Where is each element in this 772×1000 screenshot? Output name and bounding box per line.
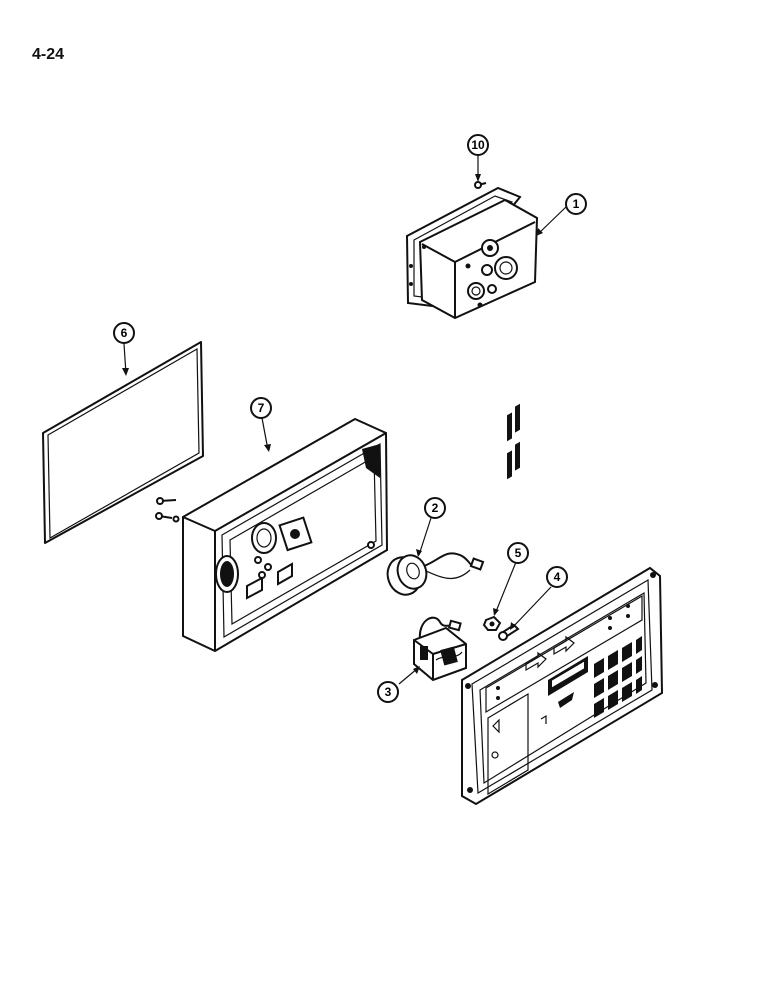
callout-label-7: 7 [258, 401, 265, 415]
callout-label-3: 3 [385, 685, 392, 699]
callout-label-2: 2 [432, 501, 439, 515]
part-2-buzzer [386, 552, 485, 596]
callout-10: 10 [467, 134, 489, 156]
part-5-nut [482, 615, 502, 631]
part-6-gasket [42, 341, 204, 544]
callout-label-5: 5 [515, 546, 522, 560]
callout-1: 1 [565, 193, 587, 215]
part-3-relay [413, 616, 467, 682]
keypad-grid [594, 636, 642, 718]
callout-label-10: 10 [471, 138, 485, 152]
callout-3: 3 [377, 681, 399, 703]
part-1-connector-module [405, 186, 539, 320]
callout-6: 6 [113, 322, 135, 344]
page-number: 4-24 [32, 46, 65, 63]
part-7-housing [182, 417, 389, 653]
callout-5: 5 [507, 542, 529, 564]
housing-screws [155, 497, 180, 523]
front-control-panel [461, 403, 664, 806]
part-10-screw [474, 181, 487, 189]
callout-2: 2 [424, 497, 446, 519]
callout-label-1: 1 [573, 197, 580, 211]
callout-label-6: 6 [121, 326, 128, 340]
callout-4: 4 [546, 566, 568, 588]
part-4-screw [498, 623, 520, 641]
callout-7: 7 [250, 397, 272, 419]
leader-lines [122, 154, 568, 685]
callout-label-4: 4 [554, 570, 561, 584]
